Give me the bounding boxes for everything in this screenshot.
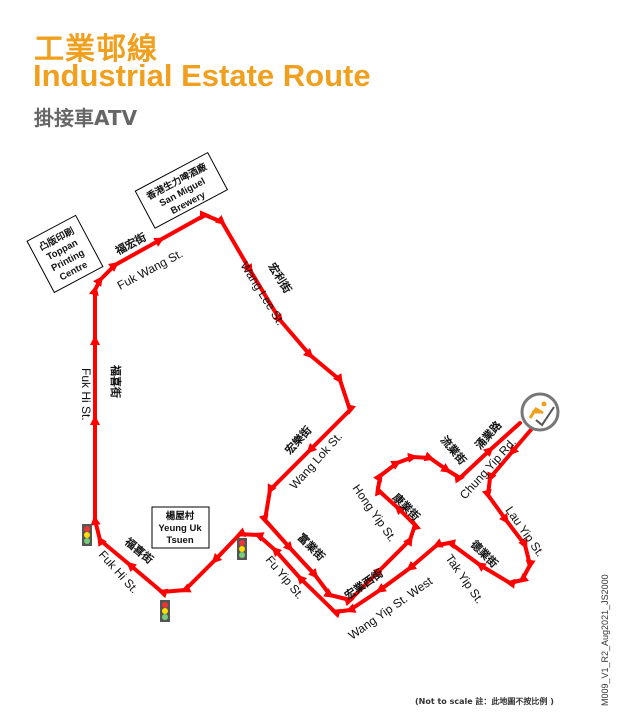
street-label-zh: 福宏街 — [112, 230, 149, 258]
landmark-yeung-uk-tsuen: 楊屋村 Yeung Uk Tsuen — [151, 506, 210, 549]
svg-text:Yeung Uk: Yeung Uk — [158, 523, 202, 534]
route-line — [88, 210, 537, 619]
landmark-toppan: 凸版印刷 Toppan Printing Centre — [26, 214, 104, 294]
street-label-en: Hong Yip St. — [350, 482, 400, 545]
street-label-en: Tak Yip St. — [443, 552, 487, 606]
svg-text:Tsuen: Tsuen — [166, 535, 193, 546]
traffic-light-icon — [82, 524, 92, 546]
street-label-zh: 宏業西街 — [342, 566, 386, 603]
traffic-light-icon — [237, 538, 247, 560]
title-zh: 工業邨線 — [34, 32, 158, 67]
street-label-zh: 流業街 — [438, 433, 470, 467]
street-label-en: Fuk Hi St. — [79, 368, 93, 421]
svg-text:楊屋村: 楊屋村 — [166, 510, 195, 522]
street-label-zh: 福喜街 — [109, 364, 123, 398]
map-code: M009_V1_R2_Aug2021_JS2000 — [600, 574, 610, 706]
subtitle: 掛接車ATV — [34, 106, 138, 130]
atv-ride-icon — [520, 392, 560, 432]
traffic-light-icon — [160, 600, 170, 622]
scale-note: (Not to scale 註：此地圖不按比例 ) — [415, 697, 554, 706]
title-en: Industrial Estate Route — [33, 58, 371, 93]
